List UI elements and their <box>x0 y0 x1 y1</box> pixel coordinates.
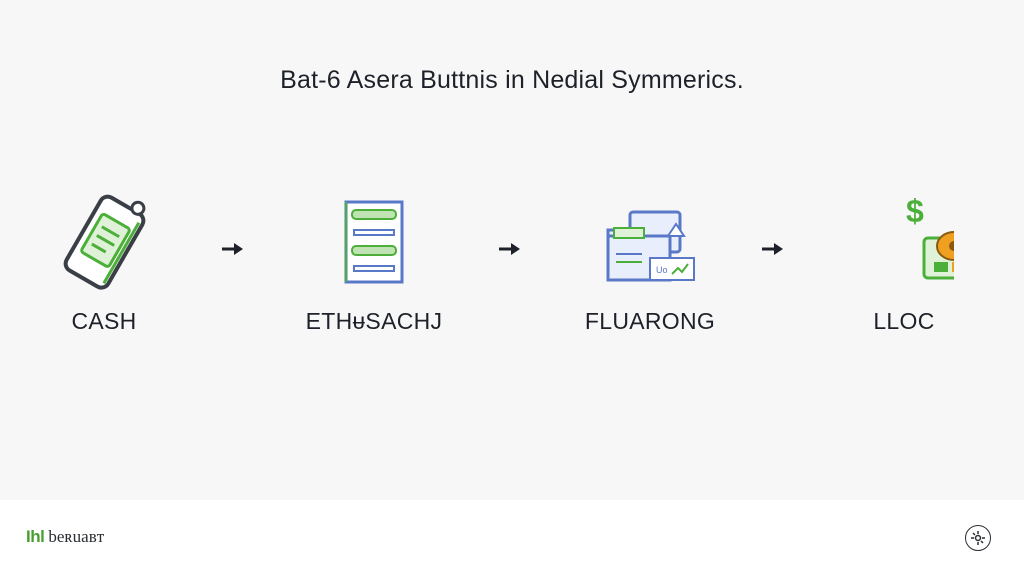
money-bag-icon: $ <box>854 188 984 298</box>
brand-mark: Ihl <box>26 527 45 546</box>
step-label-fluarong: FLUARONG <box>584 308 716 334</box>
files-folder-icon: Uo <box>600 188 700 298</box>
arrow-right-icon <box>220 240 246 258</box>
settings-icon <box>971 531 985 545</box>
step-label-lloc: LLOC <box>873 308 935 334</box>
card-reader-icon <box>54 188 154 298</box>
arrow-right-icon <box>497 240 523 258</box>
dollar-sign-text: $ <box>906 193 924 229</box>
brand-name: beʀuaʙт <box>48 527 105 546</box>
settings-button[interactable] <box>965 525 991 551</box>
footer-bar <box>0 500 1024 576</box>
brand-logo: Ihl beʀuaʙт <box>26 527 104 547</box>
arrow-right-icon <box>760 240 786 258</box>
folder-tag-text: Uo <box>656 265 668 275</box>
document-list-icon <box>324 188 424 298</box>
slide: Bat-6 Asera Buttnis in Nedial Symmerics.… <box>54 66 984 334</box>
slide-title: Bat-6 Asera Buttnis in Nedial Symmerics. <box>280 66 744 94</box>
step-label-ethusachj: ETHᵾSACHJ <box>305 308 443 334</box>
step-label-cash: CASH <box>71 308 137 334</box>
